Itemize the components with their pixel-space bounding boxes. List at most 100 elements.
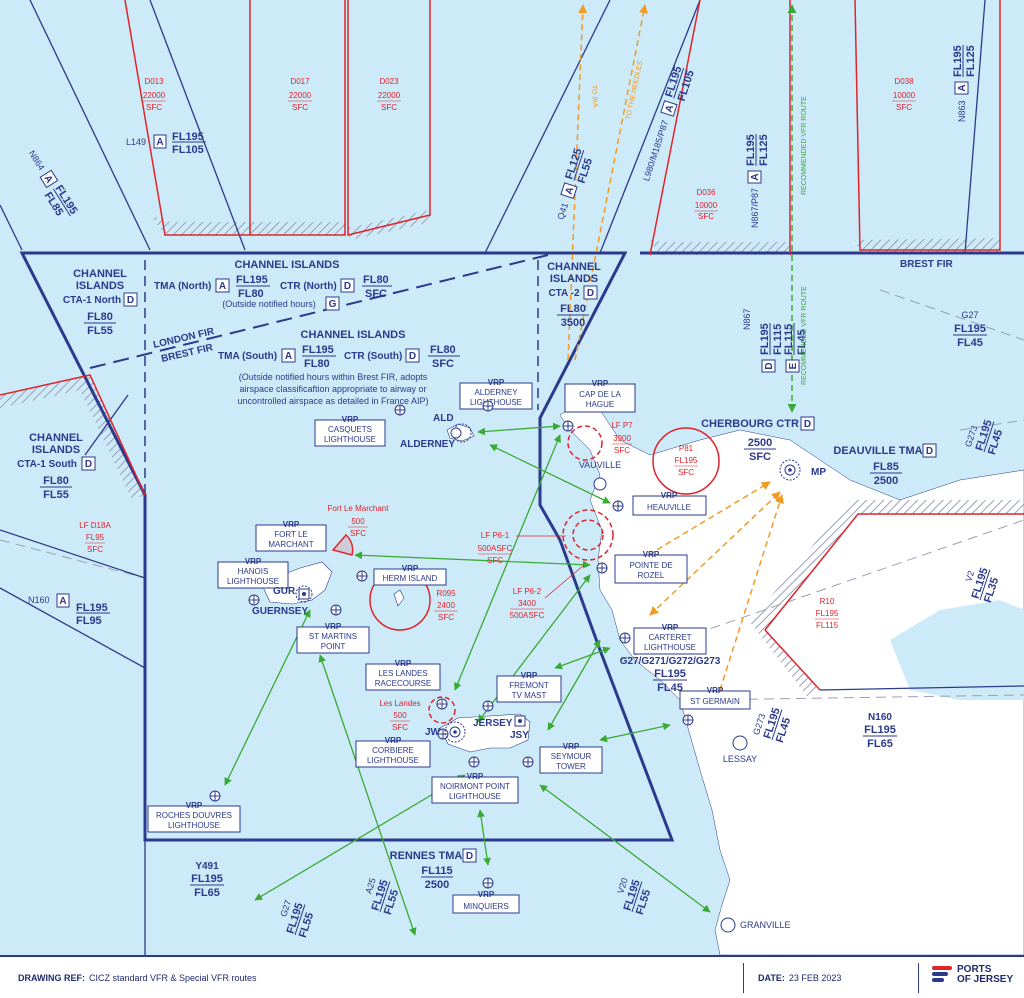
cta1s-t2: ISLANDS [32, 444, 80, 456]
svg-text:HEAUVILLE: HEAUVILLE [647, 503, 691, 512]
marker-rozel[interactable] [596, 562, 608, 574]
cta1n-upper: FL80 [87, 311, 113, 323]
svg-text:VRP: VRP [342, 415, 359, 424]
svg-text:LES LANDES: LES LANDES [378, 669, 427, 678]
d017-lower: SFC [292, 103, 308, 112]
marker-st-martins[interactable] [330, 604, 342, 616]
vrp-heauville[interactable]: VRP HEAUVILLE [632, 491, 707, 516]
south-ctr-lower: SFC [432, 358, 454, 370]
vrp-corbiere-lighthouse[interactable]: VRP CORBIERE LIGHTHOUSE [355, 736, 431, 768]
marker-heauville[interactable] [612, 500, 624, 512]
svg-text:CAP DE LA: CAP DE LA [579, 390, 621, 399]
marker-roches[interactable] [209, 790, 221, 802]
vrp-boxes: VRP ALDERNEY LIGHTHOUSE VRP CASQUETS LIG… [147, 378, 751, 914]
marker-noirmont[interactable] [468, 756, 480, 768]
svg-text:CORBIERE: CORBIERE [372, 746, 414, 755]
north-ctr-upper: FL80 [363, 274, 389, 286]
vrp-carteret-lighthouse[interactable]: VRP CARTERET LIGHTHOUSE [633, 623, 707, 655]
date-label: DATE: [758, 972, 785, 983]
lfp61-name: LF P6-1 [481, 531, 510, 540]
vrp-noirmont-point[interactable]: VRP NOIRMONT POINT LIGHTHOUSE [431, 772, 519, 804]
svg-text:ST MARTINS: ST MARTINS [309, 632, 357, 641]
svg-text:VRP: VRP [402, 564, 419, 573]
vrp-roches-douvres[interactable]: VRP ROCHES DOUVRES LIGHTHOUSE [147, 801, 241, 833]
jersey-airport[interactable] [444, 721, 466, 743]
jersey-label: JERSEY [473, 718, 513, 729]
marker-alderney-lh[interactable] [482, 400, 494, 412]
g27s-upper: FL195 [654, 668, 686, 680]
north-tma-upper: FL195 [236, 274, 268, 286]
svg-text:VRP: VRP [662, 623, 679, 632]
south-note-1: (Outside notified hours within Brest FIR… [239, 372, 428, 382]
svg-text:VRP: VRP [643, 550, 660, 559]
vrp-seymour-tower[interactable]: VRP SEYMOUR TOWER [539, 742, 603, 774]
d023-upper: 22000 [378, 91, 401, 100]
svg-text:SEYMOUR: SEYMOUR [551, 752, 592, 761]
g27e-label: G27 FL195 FL45 [953, 310, 987, 349]
svg-text:LIGHTHOUSE: LIGHTHOUSE [470, 398, 522, 407]
svg-text:FL195: FL195 [954, 323, 986, 335]
guernsey-airport[interactable] [295, 585, 313, 603]
marker-minquiers[interactable] [482, 877, 494, 889]
svg-text:VRP: VRP [245, 557, 262, 566]
vrp-cap-de-la-hague[interactable]: VRP CAP DE LA HAGUE [564, 379, 636, 413]
svg-text:FL45: FL45 [796, 329, 808, 355]
alderney-label: ALDERNEY [400, 439, 455, 450]
marker-casquets[interactable] [394, 404, 406, 416]
vrp-fort-le-marchant[interactable]: VRP FORT LE MARCHANT [255, 520, 327, 552]
leslandes-lower: SFC [392, 723, 408, 732]
guernsey-label: GUERNSEY [252, 606, 308, 617]
marker-carteret[interactable] [619, 632, 631, 644]
mp-label: MP [811, 467, 826, 478]
svg-text:CASQUETS: CASQUETS [328, 425, 372, 434]
granville-marker[interactable] [720, 917, 736, 933]
vrp-casquets[interactable]: VRP CASQUETS LIGHTHOUSE [314, 415, 386, 447]
svg-text:VRP: VRP [488, 378, 505, 387]
marker-hanois[interactable] [248, 594, 260, 606]
lfp7-lower: SFC [614, 446, 630, 455]
vauville-marker[interactable] [593, 477, 607, 491]
cta1n-class: D [127, 295, 134, 306]
vrp-pointe-de-rozel[interactable]: VRP POINTE DE ROZEL [614, 550, 688, 584]
marker-herm[interactable] [356, 570, 368, 582]
d036-lower: SFC [698, 212, 714, 221]
jsy-marker[interactable] [514, 715, 526, 727]
vrp-minquiers[interactable]: VRP MINQUIERS [452, 890, 520, 914]
cta1n-t2: ISLANDS [76, 280, 124, 292]
marker-les-landes[interactable] [436, 698, 448, 710]
vrp-st-martins-point[interactable]: VRP ST MARTINS POINT [296, 622, 370, 654]
marker-cap-hague[interactable] [562, 420, 574, 432]
vrp-hanois-lighthouse[interactable]: VRP HANOIS LIGHTHOUSE [217, 557, 289, 589]
marker-st-germain[interactable] [682, 714, 694, 726]
date-value: 23 FEB 2023 [788, 972, 842, 983]
cta2-t1: CHANNEL [547, 261, 601, 273]
vfr-routes [224, 422, 711, 936]
cta1n-lower: FL55 [87, 325, 113, 337]
vrp-herm-island[interactable]: VRP HERM ISLAND [373, 564, 447, 586]
marker-seymour[interactable] [522, 756, 534, 768]
svg-text:ST GERMAIN: ST GERMAIN [690, 697, 740, 706]
guernsey-island [261, 561, 333, 605]
north-title: CHANNEL ISLANDS [235, 259, 340, 271]
deauville-upper: FL85 [873, 461, 899, 473]
mp-airport[interactable] [779, 459, 801, 481]
north-tma-class: A [219, 281, 226, 292]
svg-text:VRP: VRP [385, 736, 402, 745]
lfp7-name: LF P7 [611, 421, 633, 430]
leslandes-name: Les Landes [379, 699, 420, 708]
vrp-alderney-lighthouse[interactable]: VRP ALDERNEY LIGHTHOUSE [459, 378, 533, 410]
svg-text:E: E [788, 362, 799, 369]
svg-text:FORT LE: FORT LE [274, 530, 308, 539]
cherbourg-class: D [804, 419, 811, 430]
d038-upper: 10000 [893, 91, 916, 100]
vrp-st-germain[interactable]: VRP ST GERMAIN [679, 686, 751, 710]
marker-fremont[interactable] [482, 700, 494, 712]
cherbourg-upper: 2500 [748, 437, 772, 449]
vrp-fremont-tv-mast[interactable]: VRP FREMONT TV MAST [496, 671, 562, 703]
r10-upper: FL195 [816, 609, 839, 618]
lessay-marker[interactable] [732, 735, 748, 751]
alderney-airport[interactable] [450, 423, 472, 443]
vrp-les-landes-racecourse[interactable]: VRP LES LANDES RACECOURSE [365, 659, 441, 691]
footer-separator-2 [918, 963, 919, 993]
n867-label: N867 D FL195 FL115 E FL115 FL45 [742, 308, 808, 373]
